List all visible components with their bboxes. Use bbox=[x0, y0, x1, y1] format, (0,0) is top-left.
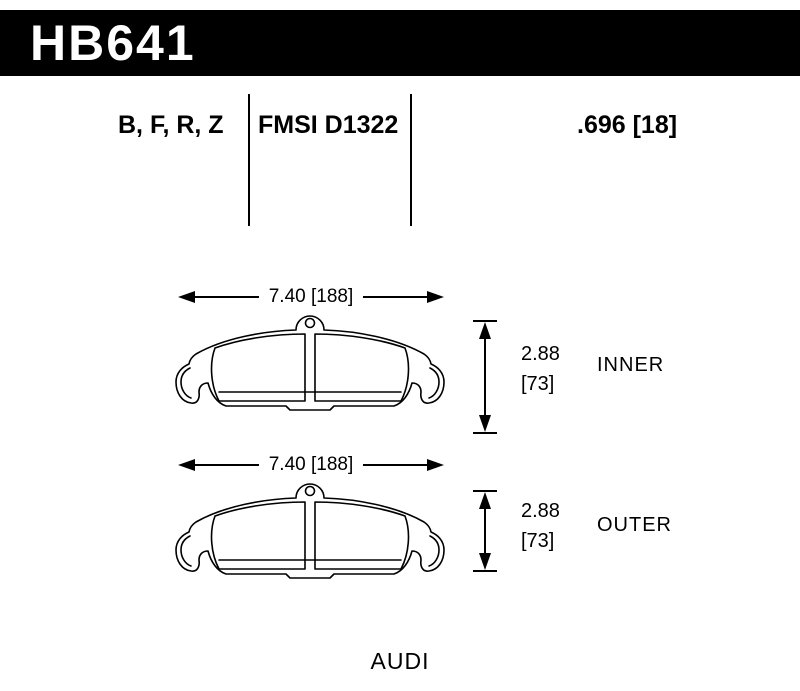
friction-pad-right bbox=[314, 333, 410, 402]
dimension-line bbox=[363, 464, 427, 466]
left-wing-inner bbox=[180, 535, 192, 567]
dimension-cap bbox=[473, 490, 497, 492]
outer-height-dimension bbox=[472, 490, 498, 572]
arrowhead-left-icon bbox=[178, 459, 195, 471]
dimension-line bbox=[363, 296, 427, 298]
part-number: HB641 bbox=[30, 15, 196, 71]
dimension-cap bbox=[473, 570, 497, 572]
backing-plate-outline bbox=[175, 483, 445, 579]
backing-plate-outline bbox=[175, 315, 445, 411]
outer-height-in: 2.88 bbox=[521, 500, 560, 522]
outer-width-dimension: 7.40 [188] bbox=[178, 453, 444, 477]
spec-divider-line bbox=[248, 94, 250, 226]
spec-divider-line bbox=[410, 94, 412, 226]
sensor-hole bbox=[304, 485, 316, 497]
dimension-cap bbox=[473, 320, 497, 322]
arrowhead-right-icon bbox=[427, 459, 444, 471]
pad-thickness: .696 [18] bbox=[577, 111, 678, 139]
right-wing-inner bbox=[428, 367, 440, 399]
inner-height-mm: [73] bbox=[521, 373, 555, 395]
dimension-line bbox=[484, 509, 486, 553]
left-wing-inner bbox=[180, 367, 192, 399]
header-bar: HB641 bbox=[0, 10, 800, 76]
sensor-hole bbox=[304, 317, 316, 329]
brake-pad-outline-inner bbox=[175, 315, 445, 411]
dimension-line bbox=[195, 296, 259, 298]
dimension-line bbox=[195, 464, 259, 466]
vehicle-application: AUDI bbox=[370, 648, 430, 674]
arrowhead-right-icon bbox=[427, 291, 444, 303]
friction-pad-right bbox=[314, 501, 410, 570]
arrowhead-down-icon bbox=[479, 553, 491, 570]
friction-pad-left bbox=[210, 501, 306, 570]
arrowhead-left-icon bbox=[178, 291, 195, 303]
inner-width-label: 7.40 [188] bbox=[268, 286, 354, 307]
right-wing-inner bbox=[428, 535, 440, 567]
inner-height-dimension bbox=[472, 320, 498, 434]
compound-codes: B, F, R, Z bbox=[118, 111, 224, 139]
arrowhead-up-icon bbox=[479, 492, 491, 509]
inner-height-in: 2.88 bbox=[521, 343, 560, 365]
inner-label: INNER bbox=[597, 354, 665, 376]
outer-label: OUTER bbox=[597, 514, 672, 536]
dimension-cap bbox=[473, 432, 497, 434]
inner-width-dimension: 7.40 [188] bbox=[178, 285, 444, 309]
outer-width-label: 7.40 [188] bbox=[268, 454, 354, 475]
brake-pad-outline-outer bbox=[175, 483, 445, 579]
arrowhead-down-icon bbox=[479, 415, 491, 432]
fmsi-number: FMSI D1322 bbox=[258, 111, 399, 139]
arrowhead-up-icon bbox=[479, 322, 491, 339]
dimension-line bbox=[484, 339, 486, 415]
outer-height-mm: [73] bbox=[521, 530, 555, 552]
friction-pad-left bbox=[210, 333, 306, 402]
